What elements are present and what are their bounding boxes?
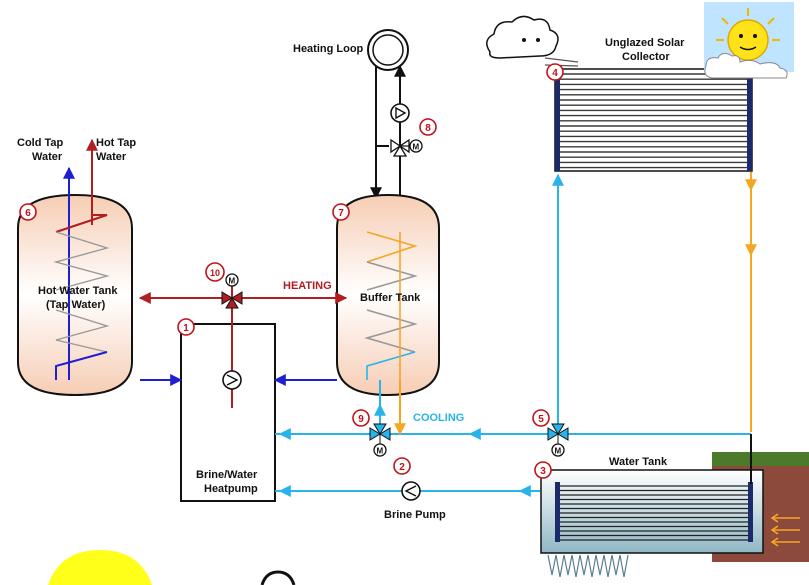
marker-2: 2 — [393, 457, 411, 475]
hot-tank-label-2: (Tap Water) — [46, 299, 106, 311]
marker-5: 5 — [532, 409, 550, 427]
valve-8-motor-label: M — [413, 143, 420, 152]
svg-text:9: 9 — [358, 414, 364, 425]
mixing-valve-8-icon — [390, 138, 423, 157]
brine-pump-icon — [401, 481, 421, 501]
bottom-dark-graphic — [260, 570, 296, 585]
heatpump-label-1: Brine/Water — [196, 469, 258, 481]
water-tank-label: Water Tank — [609, 456, 668, 468]
diverting-valve-10-icon — [221, 273, 243, 309]
marker-4: 4 — [546, 63, 564, 81]
valve-5-icon — [547, 423, 569, 457]
hot-tap-label-2: Water — [96, 151, 127, 163]
valve-9-icon — [369, 423, 391, 457]
hot-tap-label-1: Hot Tap — [96, 137, 136, 149]
heating-loop-pump-icon — [390, 103, 410, 123]
buffer-tank-coil — [364, 231, 418, 380]
heating-loop-label: Heating Loop — [293, 43, 364, 55]
marker-9: 9 — [352, 409, 370, 427]
heating-label: HEATING — [283, 280, 332, 292]
valve-5-motor-label: M — [555, 447, 562, 456]
svg-text:5: 5 — [538, 414, 544, 425]
heatpump-box — [180, 323, 276, 502]
solar-label-2: Collector — [622, 51, 670, 63]
solar-label-1: Unglazed Solar — [605, 37, 685, 49]
hot-tank-coil — [53, 231, 110, 353]
marker-10: 10 — [205, 262, 225, 282]
marker-6: 6 — [19, 203, 37, 221]
svg-text:3: 3 — [540, 466, 546, 477]
svg-text:7: 7 — [338, 208, 344, 219]
solar-collector — [554, 68, 753, 172]
svg-text:8: 8 — [425, 123, 431, 134]
heating-loop — [367, 29, 409, 200]
valve-10-motor-label: M — [229, 277, 236, 286]
marker-3: 3 — [534, 461, 552, 479]
cold-tap-label-1: Cold Tap — [17, 137, 64, 149]
cooling-label: COOLING — [413, 412, 464, 424]
marker-1: 1 — [177, 318, 195, 336]
ground-heat-arrows-icon — [770, 513, 800, 547]
svg-text:1: 1 — [183, 323, 189, 334]
valve-9-motor-label: M — [377, 447, 384, 456]
heatpump-label-2: Heatpump — [204, 483, 258, 495]
cold-tap-label-2: Water — [32, 151, 63, 163]
sun-icon — [704, 2, 794, 79]
hot-tank-label-1: Hot Water Tank — [38, 285, 118, 297]
wind-cloud-icon — [486, 15, 579, 67]
svg-text:10: 10 — [210, 268, 220, 278]
hot-water-tank — [17, 193, 133, 397]
buffer-tank-label: Buffer Tank — [360, 292, 421, 304]
brine-pump-label: Brine Pump — [384, 509, 446, 521]
ice-icicles-icon — [547, 554, 629, 578]
svg-text:4: 4 — [552, 68, 558, 79]
bottom-sun-graphic — [48, 550, 152, 585]
svg-text:6: 6 — [25, 208, 31, 219]
svg-text:2: 2 — [399, 462, 405, 473]
water-tank — [540, 469, 764, 554]
heatpump-circulator-icon — [222, 370, 242, 390]
marker-7: 7 — [332, 203, 350, 221]
marker-8: 8 — [419, 118, 437, 136]
